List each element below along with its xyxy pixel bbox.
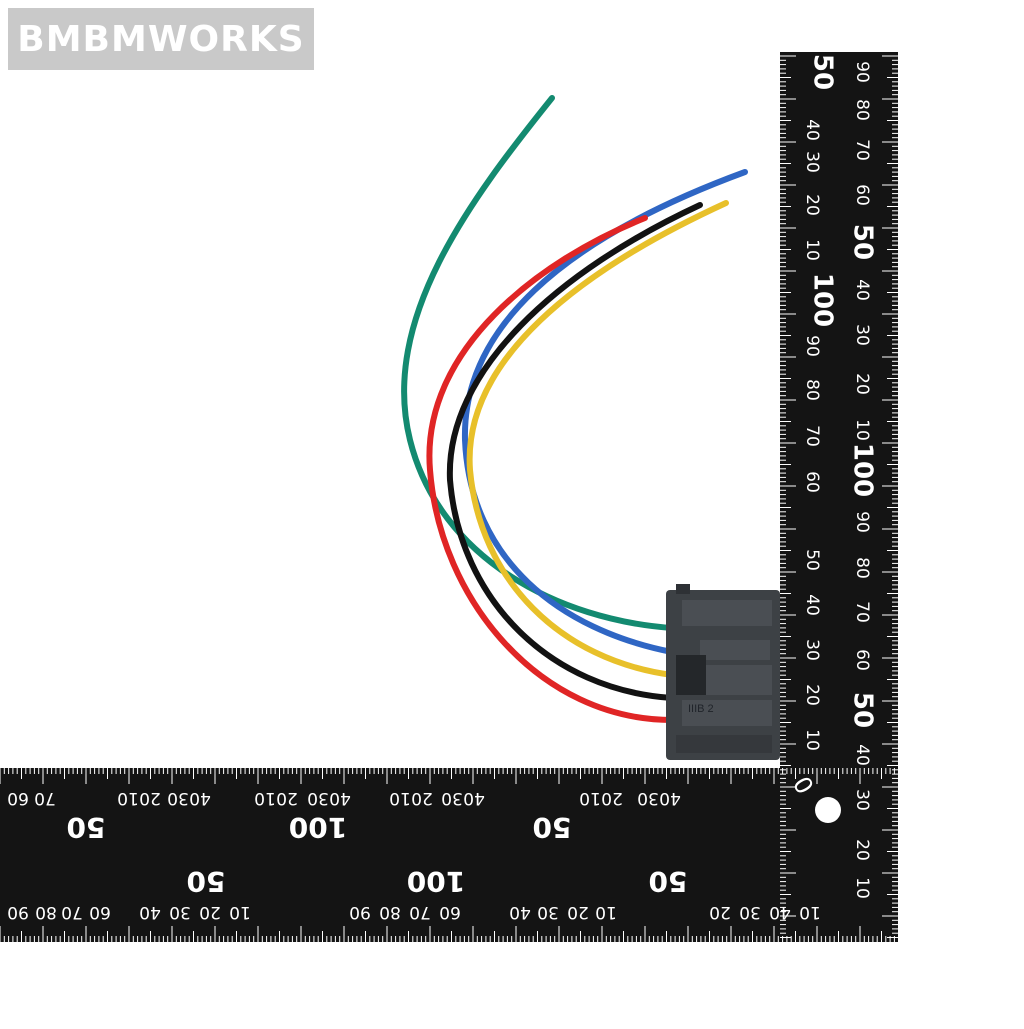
ruler-label: 40 [802,594,822,616]
ruler-label: 10 [254,788,276,808]
square-ruler: 5010040302010908070605040302010908070605… [0,52,898,942]
ruler-label: 90 [349,902,371,922]
ruler-label-major: 50 [808,54,838,90]
ruler-label: 40 [802,119,822,141]
ruler-label: 70 [852,139,872,161]
ruler-label: 40 [189,788,211,808]
ruler-label: 60 [439,902,461,922]
ruler-label: 90 [852,61,872,83]
ruler-label: 80 [379,902,401,922]
ruler-label: 20 [411,788,433,808]
ruler-label: 10 [802,239,822,261]
wire-black [446,202,703,701]
wire-yellow [466,200,729,678]
ruler-label: 30 [637,788,659,808]
ruler-label: 50 [802,549,822,571]
ruler-label: 10 [229,902,251,922]
ruler-label: 10 [799,902,821,922]
ruler-label: 70 [61,902,83,922]
ruler-label: 60 [852,649,872,671]
ruler-label-major: 100 [808,273,838,327]
ruler-label: 10 [852,877,872,899]
ruler-label: 40 [852,744,872,766]
ruler-label: 20 [852,839,872,861]
ruler-label: 80 [802,379,822,401]
ruler-label: 30 [852,324,872,346]
horizontal-ruler [0,768,898,942]
ruler-label: 90 [7,902,29,922]
ruler-label: 70 [852,601,872,623]
ruler-label: 30 [852,789,872,811]
ruler-label: 30 [441,788,463,808]
ruler-label-major: 50 [533,811,572,844]
ruler-label: 10 [802,729,822,751]
wire-harness [401,95,748,723]
ruler-label-major: 50 [67,811,106,844]
ruler-label: 10 [595,902,617,922]
ruler-label: 30 [307,788,329,808]
ruler-label: 20 [199,902,221,922]
vertical-ruler-ticks [780,55,898,938]
brand-watermark-text: BMBMWORKS [17,18,305,60]
ruler-label: 70 [409,902,431,922]
ruler-label: 40 [329,788,351,808]
horizontal-ruler-ticks [0,768,895,942]
connector-housing: IIIB 2 [666,584,780,760]
ruler-label: 20 [601,788,623,808]
ruler-label: 60 [7,788,29,808]
ruler-label: 60 [852,184,872,206]
ruler-label: 90 [802,335,822,357]
ruler-label: 40 [769,902,791,922]
ruler-label: 20 [802,684,822,706]
brand-watermark: BMBMWORKS [8,8,314,70]
ruler-label: 80 [852,99,872,121]
ruler-label: 20 [139,788,161,808]
ruler-hanging-hole [815,797,841,823]
ruler-label-major: 50 [848,224,878,260]
ruler-label: 80 [35,902,57,922]
ruler-label-major: 50 [649,865,688,898]
ruler-label: 30 [167,788,189,808]
wire-red [426,215,675,723]
ruler-label: 40 [463,788,485,808]
ruler-label: 40 [852,279,872,301]
ruler-label: 10 [389,788,411,808]
ruler-label: 40 [659,788,681,808]
ruler-label: 20 [709,902,731,922]
ruler-label: 10 [579,788,601,808]
ruler-label: 60 [89,902,111,922]
ruler-label: 30 [537,902,559,922]
ruler-label-major: 100 [289,811,347,844]
ruler-label: 20 [852,373,872,395]
ruler-label: 70 [34,788,56,808]
vertical-ruler-labels: 50 100 40 30 20 10 90 80 70 60 50 40 30 20 10 90 80 70 60 5… [787,54,878,899]
wire-green [401,95,675,631]
ruler-label: 40 [139,902,161,922]
ruler-label: 80 [852,557,872,579]
ruler-label: 10 [117,788,139,808]
ruler-label: 30 [802,639,822,661]
ruler-label: 10 [852,419,872,441]
ruler-label: 20 [276,788,298,808]
ruler-label: 30 [802,151,822,173]
ruler-label: 30 [739,902,761,922]
ruler-label-major: 100 [848,443,878,497]
ruler-label: 40 [509,902,531,922]
connector-label: IIIB 2 [688,703,714,715]
ruler-label: 20 [567,902,589,922]
ruler-label: 60 [802,471,822,493]
ruler-label-major: 50 [848,692,878,728]
ruler-label: 30 [169,902,191,922]
ruler-label-major: 50 [187,865,226,898]
ruler-label: 90 [852,511,872,533]
ruler-label: 20 [802,194,822,216]
ruler-label-major: 100 [407,865,465,898]
ruler-label: 70 [802,425,822,447]
